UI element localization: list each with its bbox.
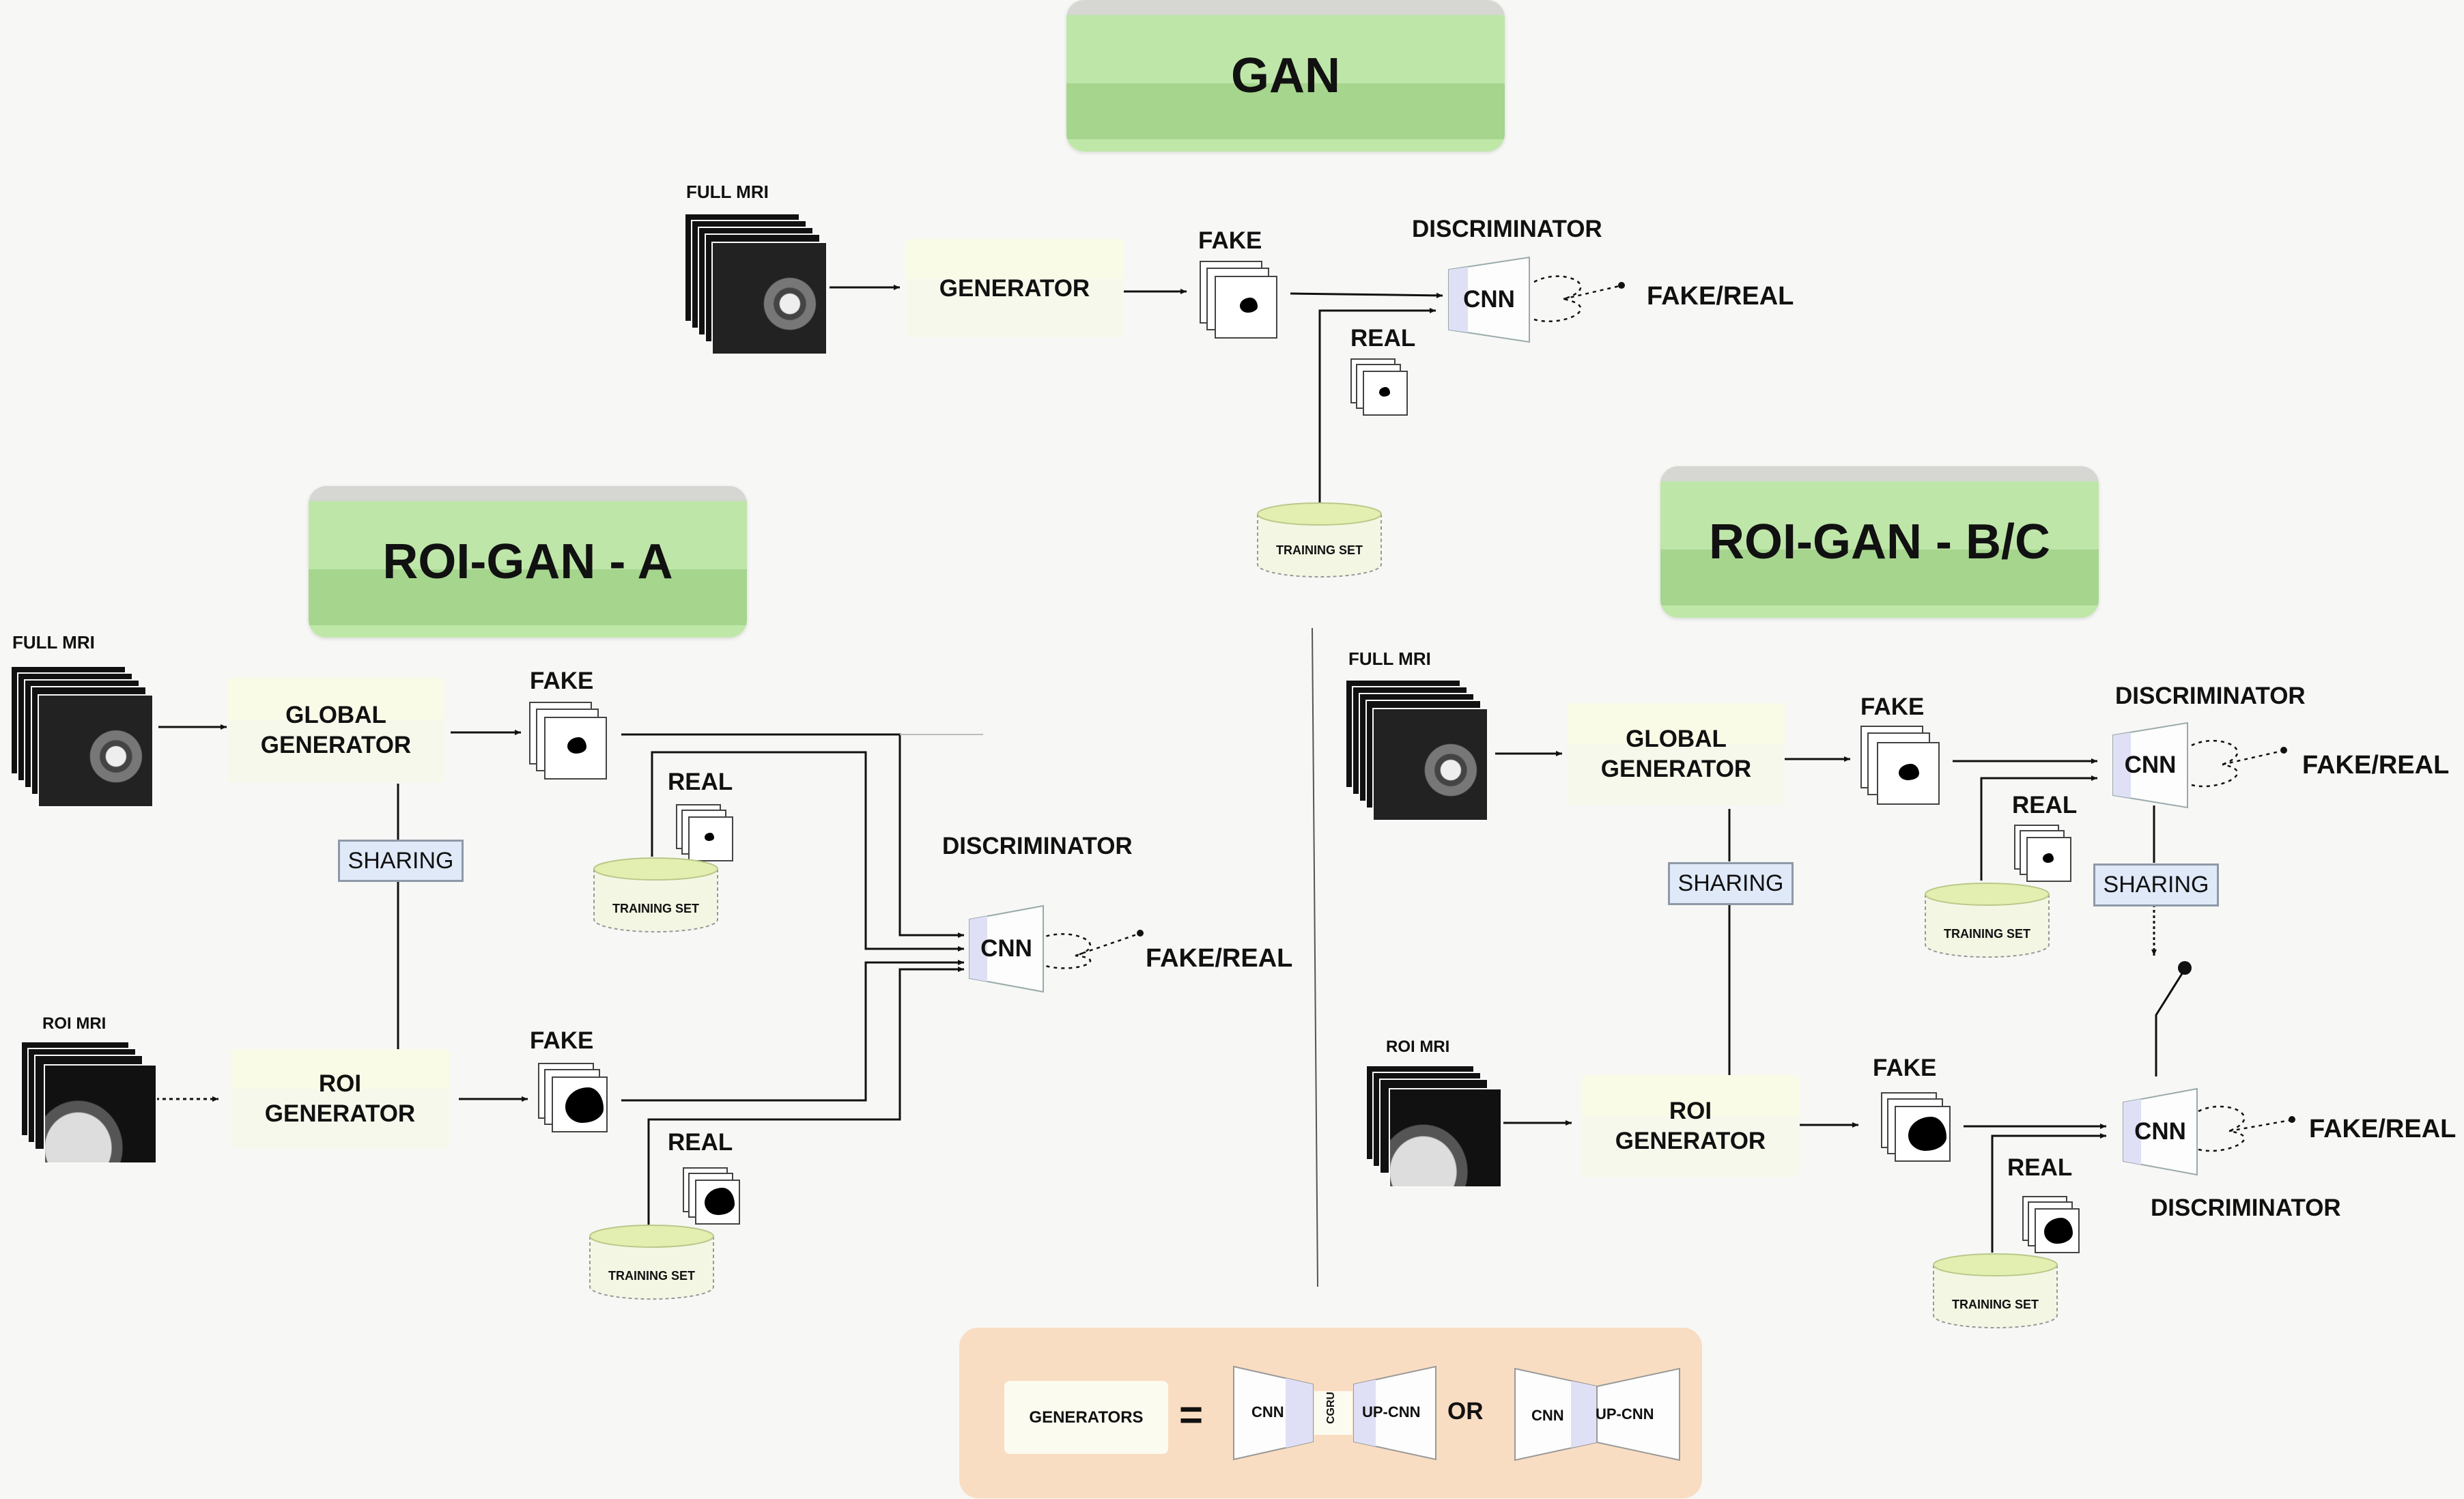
roi-bc-fake-top-stack: [1860, 726, 1946, 811]
roi-bc-training-bottom-label: TRAINING SET: [1951, 1298, 2039, 1311]
roi-bc-roi-mri-stack: [1365, 1065, 1502, 1188]
legend-generators-box: GENERATORS: [1004, 1381, 1168, 1454]
roi-bc-fake-top-label: FAKE: [1860, 694, 1925, 720]
roi-bc-global-generator-label: GLOBAL GENERATOR: [1600, 726, 1752, 782]
roi-a-output-label: FAKE/REAL: [1146, 944, 1293, 973]
roi-bc-sharing-disc-box: SHARING: [2093, 863, 2219, 906]
gan-real-label: REAL: [1350, 325, 1416, 352]
gan-title: GAN: [1231, 48, 1340, 103]
roi-bc-cnn-top-label: CNN: [2124, 752, 2177, 778]
roi-a-real-bottom-label: REAL: [668, 1129, 733, 1156]
roi-a-roi-generator-box: ROI GENERATOR: [231, 1049, 449, 1148]
roi-bc-roi-generator-label: ROI GENERATOR: [1615, 1098, 1766, 1154]
gan-cnn-label: CNN: [1463, 286, 1515, 313]
roi-a-title-banner: ROI-GAN - A: [309, 486, 747, 638]
roi-bc-full-mri-stack: [1345, 679, 1488, 821]
roi-bc-real-top-stack: [2014, 825, 2074, 885]
roi-a-global-generator-box: GLOBAL GENERATOR: [227, 678, 444, 782]
gan-discriminator-label: DISCRIMINATOR: [1412, 216, 1602, 242]
legend-cnn-a-label: CNN: [1251, 1403, 1284, 1421]
legend-upcnn-a-label: UP-CNN: [1362, 1403, 1421, 1421]
roi-a-full-input-label: FULL MRI: [12, 632, 95, 653]
roi-bc-fake-bottom-stack: [1881, 1092, 1956, 1167]
gan-generator-label: GENERATOR: [939, 274, 1090, 302]
roi-bc-real-bottom-label: REAL: [2007, 1154, 2073, 1181]
roi-bc-discriminator-top-cnn: CNN: [2112, 722, 2189, 809]
roi-a-global-generator-label: GLOBAL GENERATOR: [260, 701, 412, 758]
roi-a-fake-bottom-stack: [538, 1063, 613, 1138]
gan-real-image-stack: [1350, 358, 1411, 418]
roi-a-training-bottom-cylinder: TRAINING SET: [589, 1224, 715, 1300]
roi-a-fake-top-stack: [529, 702, 611, 784]
legend-cgru-label: CGRU: [1325, 1391, 1337, 1424]
roi-a-fake-bottom-label: FAKE: [530, 1027, 594, 1054]
roi-a-real-top-label: REAL: [668, 769, 733, 795]
roi-bc-training-top-label: TRAINING SET: [1943, 927, 2030, 941]
gan-fake-label: FAKE: [1198, 227, 1262, 254]
legend-cnn-b-label: CNN: [1531, 1407, 1564, 1424]
roi-a-sharing-box: SHARING: [338, 840, 464, 882]
legend-or: OR: [1447, 1398, 1484, 1425]
roi-bc-training-bottom-cylinder: TRAINING SET: [1932, 1253, 2058, 1329]
gan-fake-image-stack: [1200, 261, 1281, 343]
roi-a-training-top-label: TRAINING SET: [612, 902, 699, 915]
roi-a-real-top-stack: [676, 804, 736, 864]
roi-a-full-mri-stack: [10, 666, 154, 808]
roi-a-training-top-cylinder: TRAINING SET: [593, 857, 719, 933]
roi-a-cnn-label: CNN: [980, 935, 1032, 962]
roi-bc-title: ROI-GAN - B/C: [1709, 515, 2050, 569]
roi-bc-output-top-label: FAKE/REAL: [2302, 751, 2450, 780]
roi-bc-discriminator-bottom-cnn: CNN: [2122, 1087, 2198, 1176]
roi-bc-cnn-bottom-label: CNN: [2134, 1118, 2186, 1145]
legend-generators-label: GENERATORS: [1029, 1408, 1144, 1427]
roi-bc-full-input-label: FULL MRI: [1348, 648, 1431, 669]
roi-a-real-bottom-stack: [683, 1167, 743, 1227]
roi-bc-sharing-disc-label: SHARING: [2103, 872, 2209, 898]
roi-bc-discriminator-top-label: DISCRIMINATOR: [2115, 683, 2306, 709]
roi-a-roi-mri-stack: [20, 1041, 157, 1164]
roi-a-sharing-label: SHARING: [348, 847, 454, 874]
roi-bc-roi-input-label: ROI MRI: [1386, 1038, 1450, 1056]
roi-bc-title-banner: ROI-GAN - B/C: [1660, 466, 2099, 618]
roi-bc-sharing-gen-box: SHARING: [1668, 862, 1794, 905]
roi-bc-roi-generator-box: ROI GENERATOR: [1582, 1075, 1799, 1177]
roi-a-training-bottom-label: TRAINING SET: [608, 1269, 695, 1283]
roi-bc-discriminator-bottom-label: DISCRIMINATOR: [2151, 1195, 2341, 1221]
roi-bc-output-bottom-label: FAKE/REAL: [2309, 1115, 2456, 1143]
gan-generator-box: GENERATOR: [905, 239, 1124, 338]
roi-bc-fake-bottom-label: FAKE: [1873, 1055, 1937, 1081]
roi-bc-sharing-gen-label: SHARING: [1677, 870, 1784, 896]
gan-full-mri-stack: [684, 213, 827, 355]
gan-training-set-label: TRAINING SET: [1275, 543, 1363, 557]
gan-output-label: FAKE/REAL: [1647, 282, 1794, 311]
roi-a-discriminator-label: DISCRIMINATOR: [942, 833, 1133, 859]
legend-upcnn-b-label: UP-CNN: [1596, 1405, 1654, 1423]
gan-input-label: FULL MRI: [686, 182, 769, 202]
roi-a-title: ROI-GAN - A: [382, 534, 673, 589]
gan-discriminator-cnn: CNN: [1447, 256, 1531, 343]
roi-a-fake-top-label: FAKE: [530, 668, 594, 694]
roi-a-roi-generator-label: ROI GENERATOR: [264, 1070, 416, 1127]
legend-cnn-upcnn: CNN UP-CNN: [1514, 1367, 1681, 1461]
gan-training-set-cylinder: TRAINING SET: [1256, 502, 1383, 578]
roi-bc-training-top-cylinder: TRAINING SET: [1924, 882, 2050, 958]
roi-bc-real-bottom-stack: [2022, 1196, 2082, 1256]
generators-legend: GENERATORS = CNN CGRU UP-CNN OR CNN UP-: [959, 1328, 1702, 1498]
roi-bc-real-top-label: REAL: [2012, 792, 2078, 818]
gan-title-banner: GAN: [1066, 0, 1505, 152]
roi-bc-global-generator-box: GLOBAL GENERATOR: [1568, 703, 1785, 805]
roi-a-discriminator-cnn: CNN: [968, 904, 1045, 993]
legend-equals: =: [1179, 1392, 1204, 1438]
legend-cnn-cgru-upcnn: CNN CGRU UP-CNN: [1232, 1365, 1437, 1461]
roi-a-roi-input-label: ROI MRI: [42, 1014, 107, 1033]
